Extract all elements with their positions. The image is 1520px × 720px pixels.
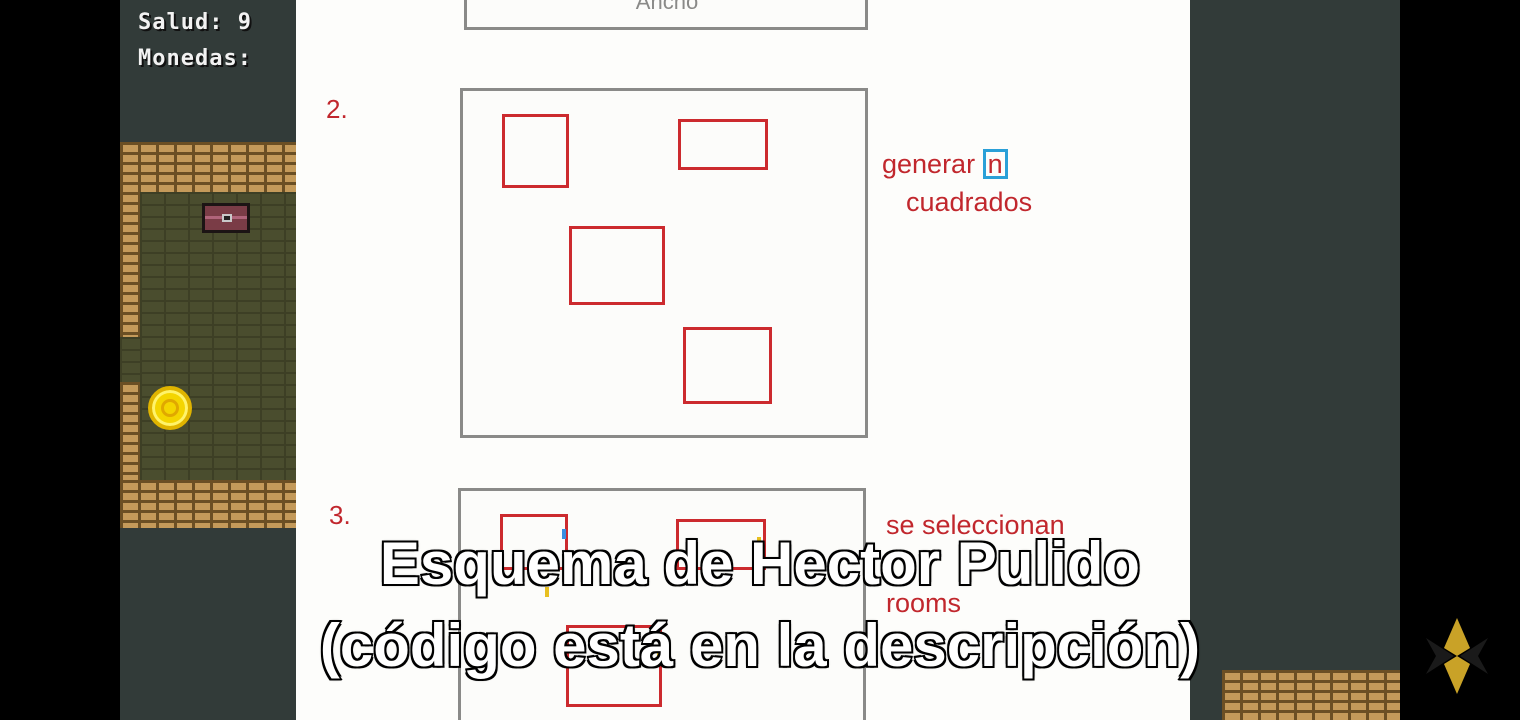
center-point-marker	[562, 529, 566, 539]
letterbox-right	[1400, 0, 1520, 720]
room-square	[566, 625, 662, 707]
room-square	[678, 119, 768, 170]
step-3-note: se seleccionan	[886, 510, 1065, 540]
step-2-note-text: generar	[882, 149, 976, 179]
game-view-right	[1190, 0, 1400, 720]
chest-lock-icon	[222, 214, 232, 222]
diagram-slide: Ancho 2. generar n cuadrados 3. se selec…	[296, 0, 1190, 720]
channel-logo-icon	[1426, 618, 1488, 694]
n-variable-highlight: n	[982, 149, 1008, 179]
dungeon-wall-bottom	[120, 480, 296, 528]
dungeon-wall-top	[120, 142, 296, 192]
coins-counter: Monedas:	[138, 46, 252, 71]
dungeon-wall-corner	[1222, 670, 1400, 720]
step-3-number: 3.	[329, 500, 351, 530]
letterbox-left	[0, 0, 120, 720]
center-point-marker	[657, 651, 661, 661]
room-square	[683, 327, 772, 404]
center-point-marker	[545, 587, 549, 597]
room-square	[502, 114, 569, 188]
width-label: Ancho	[635, 0, 699, 14]
map-frame-step1: Ancho	[464, 0, 868, 30]
game-view-left: Salud: 9 Monedas:	[120, 0, 296, 720]
gold-coin-icon	[148, 386, 192, 430]
treasure-chest-icon	[202, 203, 250, 233]
map-frame-step2	[460, 88, 868, 438]
room-square	[500, 514, 568, 570]
subtitle-line-1: Esquema de Hector Pulido	[378, 530, 1141, 597]
step-2-note: generar n	[882, 145, 1008, 183]
map-frame-step3	[458, 488, 866, 720]
subtitle-line-2: (código está en la descripción)	[318, 612, 1201, 679]
coin-emblem	[161, 399, 179, 417]
dungeon-corridor	[120, 337, 140, 382]
center-point-marker	[757, 537, 761, 547]
dungeon-floor	[140, 192, 296, 480]
room-square	[676, 519, 766, 570]
dungeon-wall-left-lower	[120, 382, 140, 480]
step-2-note-second-line: cuadrados	[906, 187, 1033, 217]
step-3-note-last-line: rooms	[886, 588, 962, 618]
step-2-number: 2.	[326, 94, 348, 124]
room-square	[569, 226, 665, 305]
dungeon-wall-left-upper	[120, 192, 140, 337]
health-counter: Salud: 9	[138, 10, 252, 35]
